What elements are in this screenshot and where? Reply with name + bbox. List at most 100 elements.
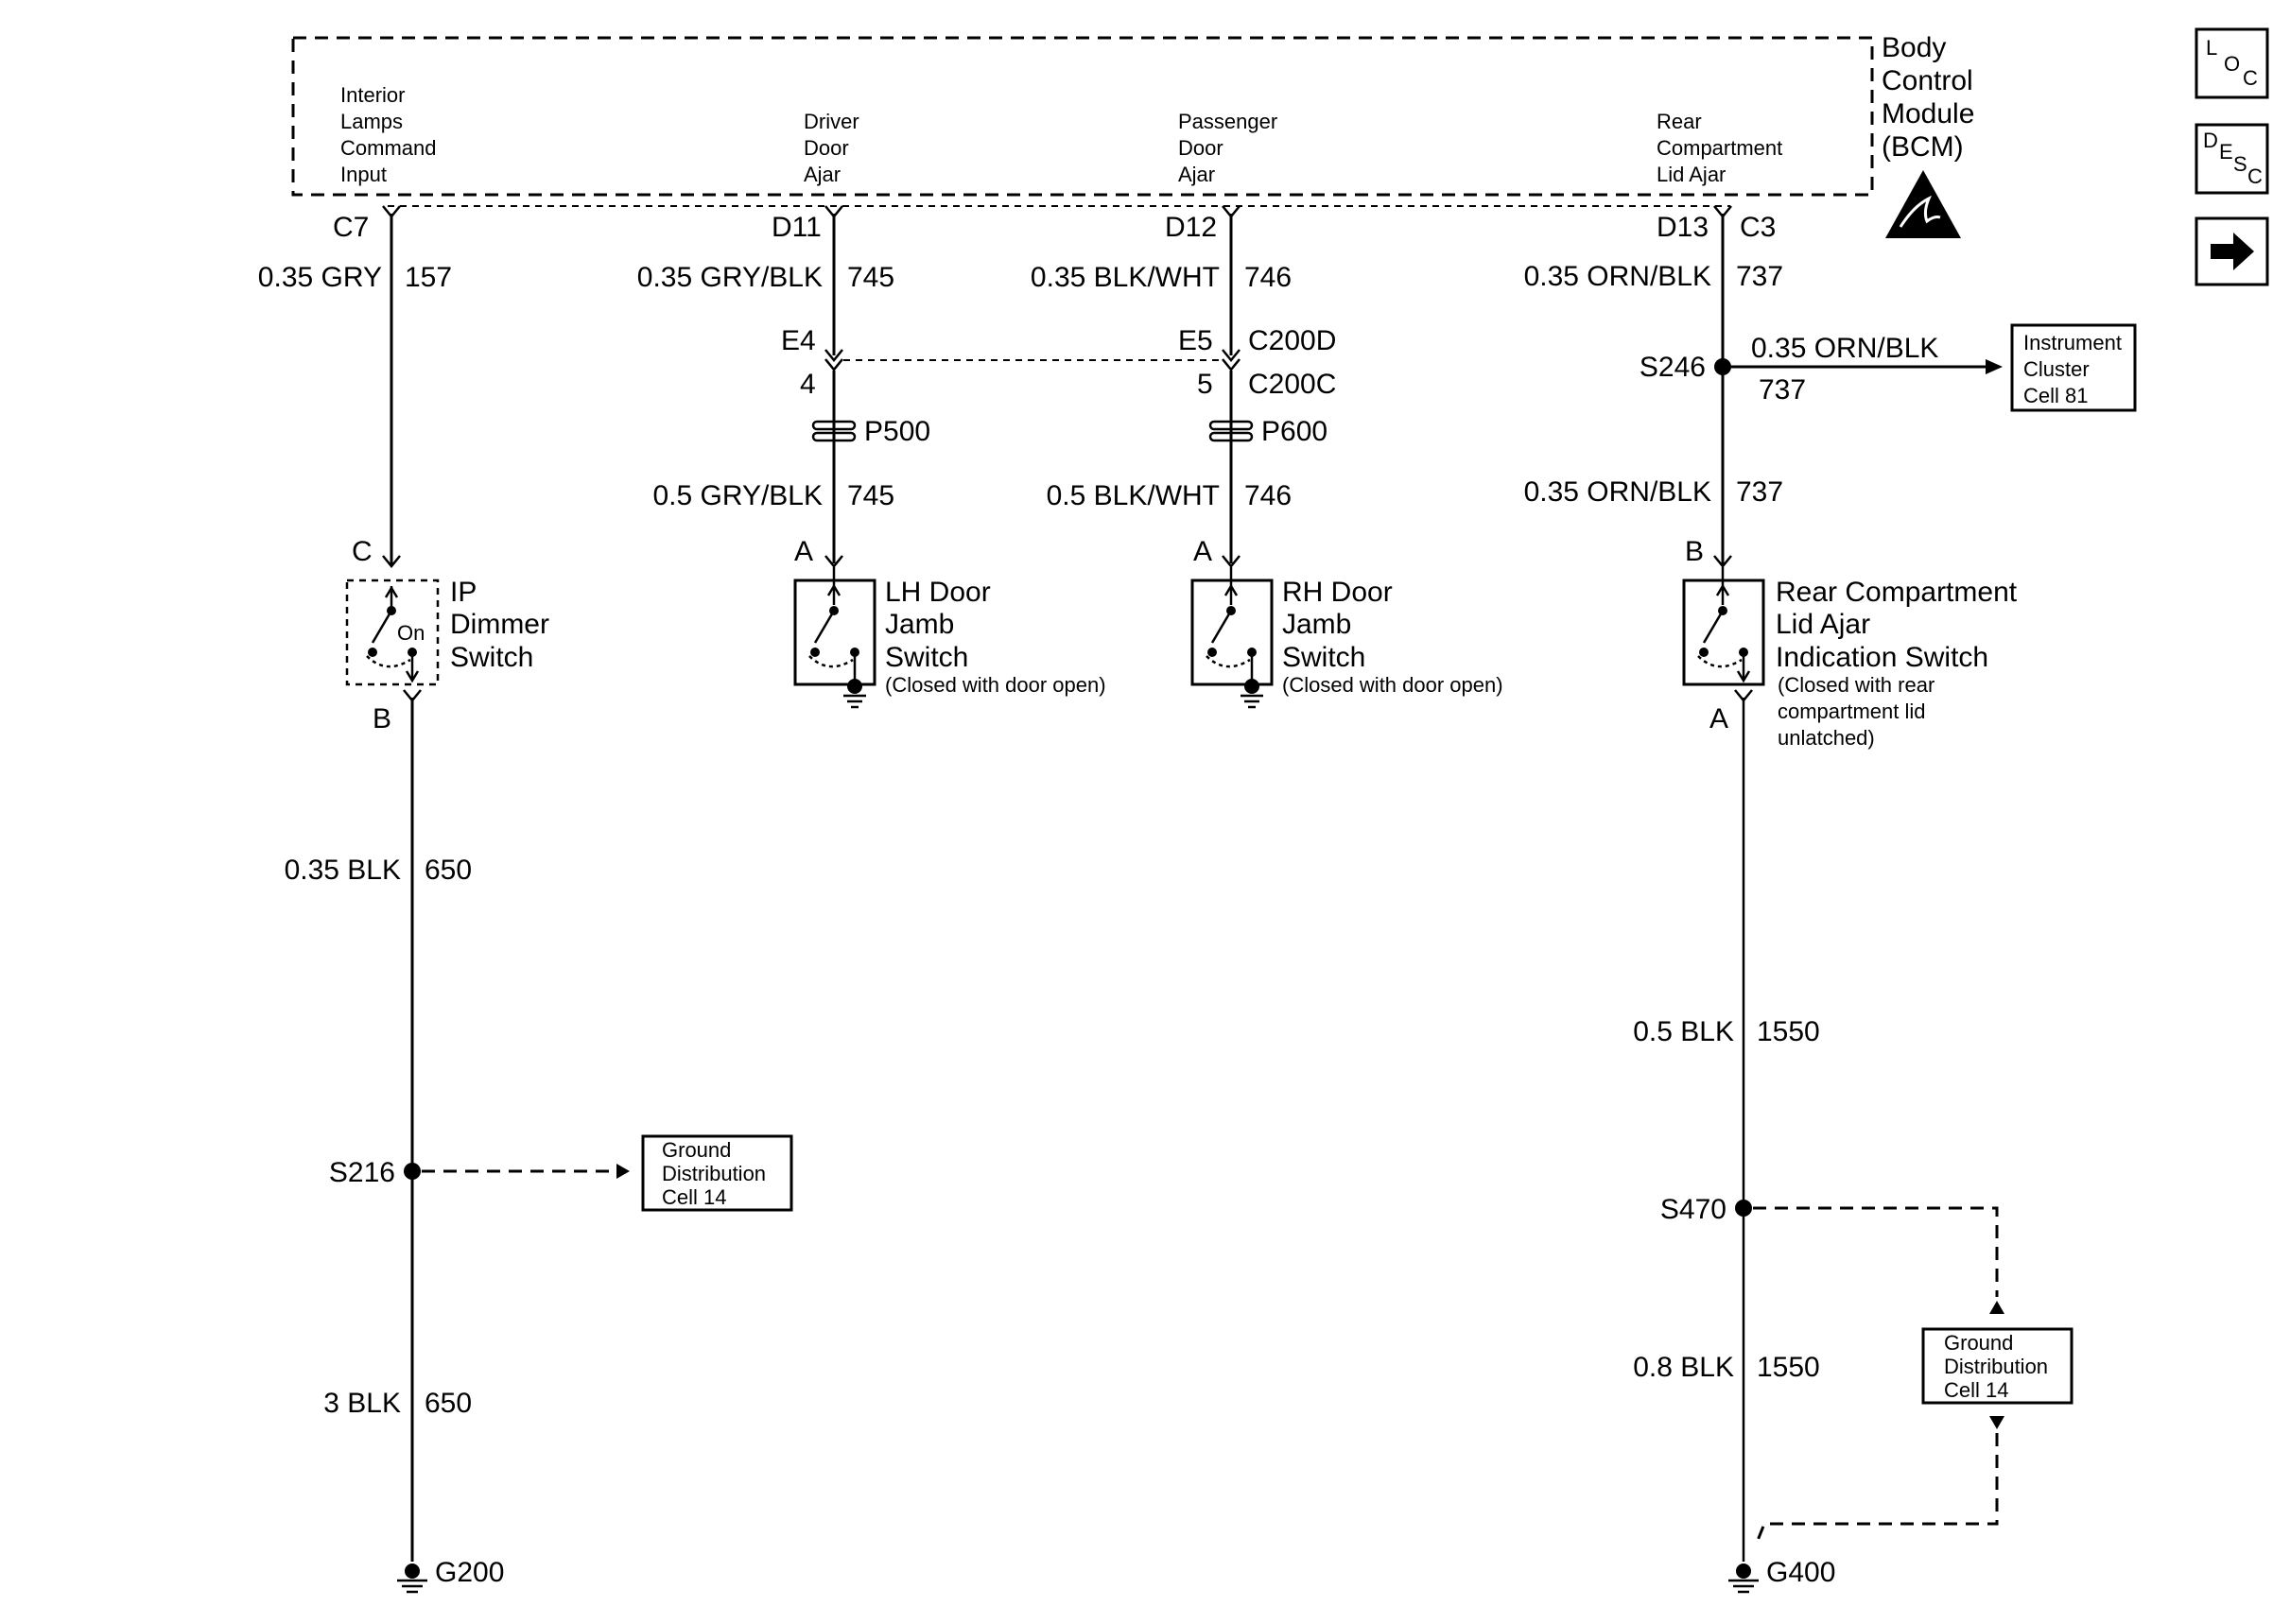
- svg-text:C: C: [2247, 164, 2263, 188]
- connector-p500: P500: [864, 416, 930, 447]
- ground-dist-left-label: Ground Distribution Cell 14: [662, 1138, 772, 1209]
- wire-745-circuit-a: 745: [847, 262, 894, 293]
- rear-comp-switch-label: Rear Compartment Lid Ajar Indication Swi…: [1776, 577, 2024, 673]
- instrument-cluster-box[interactable]: [2010, 323, 2137, 412]
- wire-737-gauge-c: 0.35 ORN/BLK: [1524, 476, 1711, 508]
- connector-p600: P600: [1261, 416, 1327, 447]
- ground-g400: G400: [1766, 1557, 1835, 1588]
- svg-text:D: D: [2203, 129, 2218, 152]
- terminal-c200c: C200C: [1248, 369, 1336, 400]
- instrument-cluster-arrow: [1986, 359, 2003, 374]
- next-arrow-icon[interactable]: [2195, 216, 2269, 286]
- wire-157-circuit: 157: [405, 262, 452, 293]
- svg-text:C: C: [2243, 66, 2258, 90]
- loc-icon[interactable]: L O C: [2195, 27, 2269, 99]
- wire-746-circuit-b: 746: [1244, 480, 1292, 511]
- svg-text:L: L: [2206, 36, 2217, 60]
- bcm-box: [291, 36, 1874, 197]
- ip-dimmer-switch-label: IP Dimmer Switch: [450, 577, 557, 673]
- ground-g400-icon: [1728, 1564, 1759, 1594]
- connector-p600-icon: [1208, 420, 1254, 442]
- terminal-rh-a-chevron: [1222, 555, 1241, 568]
- ip-dimmer-switch-symbol: [366, 585, 420, 683]
- wire-746-gauge-b: 0.5 BLK/WHT: [1047, 480, 1220, 511]
- splice-s246: [1714, 358, 1731, 375]
- wire-737-gauge-branch: 0.35 ORN/BLK: [1751, 333, 1938, 364]
- bcm-input-interior-lamps: Interior Lamps Command Input: [340, 83, 442, 186]
- lh-door-switch-note: (Closed with door open): [885, 673, 1106, 697]
- lh-door-switch-box: [793, 579, 876, 686]
- wire-650-gauge-b: 3 BLK: [323, 1388, 401, 1419]
- splice-s216-label: S216: [329, 1157, 395, 1188]
- terminal-rc-b: B: [1685, 536, 1704, 567]
- terminal-ip-c-chevron: [382, 555, 401, 568]
- ground-dist-left-box[interactable]: [641, 1134, 793, 1212]
- terminal-e5-chevron: [1222, 349, 1241, 371]
- rear-comp-switch-note: (Closed with rear compartment lid unlatc…: [1778, 673, 1940, 750]
- wire-650-gauge-a: 0.35 BLK: [285, 855, 401, 886]
- wire-745-gauge-a: 0.35 GRY/BLK: [637, 262, 823, 293]
- terminal-lh-a-chevron: [824, 555, 843, 568]
- instrument-cluster-label: Instrument Cluster Cell 81: [2023, 331, 2127, 407]
- wire-157-gauge: 0.35 GRY: [258, 262, 382, 293]
- rh-door-switch-note: (Closed with door open): [1282, 673, 1503, 697]
- terminal-pin5: 5: [1197, 369, 1213, 400]
- terminal-c200d: C200D: [1248, 325, 1336, 356]
- rear-comp-switch-symbol: [1697, 567, 1751, 683]
- terminal-e4: E4: [781, 325, 816, 356]
- splice-s216: [404, 1163, 421, 1180]
- terminal-ip-c: C: [352, 536, 373, 567]
- splice-s470-label: S470: [1660, 1194, 1726, 1225]
- terminal-rc-a: A: [1709, 703, 1728, 734]
- svg-text:O: O: [2224, 52, 2240, 76]
- ground-dist-right-box[interactable]: [1921, 1327, 2073, 1405]
- wire-746-gauge-a: 0.35 BLK/WHT: [1031, 262, 1220, 293]
- lh-door-switch-label: LH Door Jamb Switch: [885, 577, 998, 673]
- rh-door-switch-label: RH Door Jamb Switch: [1282, 577, 1400, 673]
- terminal-rh-a: A: [1193, 536, 1212, 567]
- splice-s246-label: S246: [1640, 352, 1706, 383]
- ground-dist-right-label: Ground Distribution Cell 14: [1944, 1331, 2054, 1402]
- ground-dist-to-g400: [1755, 1433, 1999, 1544]
- terminal-rc-b-chevron: [1713, 555, 1732, 568]
- bcm-name: Body Control Module (BCM): [1882, 32, 1983, 163]
- terminal-c3: C3: [1740, 212, 1776, 243]
- wire-745-circuit-b: 745: [847, 480, 894, 511]
- ground-dist-right-arrow-down: [1989, 1416, 2004, 1429]
- wire-1550-circuit-b: 1550: [1757, 1352, 1820, 1383]
- wire-737-circuit-branch: 737: [1759, 374, 1806, 406]
- ip-dimmer-switch-box: [345, 579, 440, 686]
- wire-650-circuit-a: 650: [425, 855, 472, 886]
- terminal-c7: C7: [333, 212, 369, 243]
- wire-650-circuit-b: 650: [425, 1388, 472, 1419]
- bcm-input-rear-compartment: Rear Compartment Lid Ajar: [1657, 110, 1788, 186]
- terminal-ip-b: B: [373, 703, 391, 734]
- terminal-d13: D13: [1657, 212, 1709, 243]
- wire-737-circuit-c: 737: [1736, 476, 1783, 508]
- ground-g200-icon: [397, 1564, 427, 1594]
- ground-dist-right-arrow-up: [1989, 1301, 2004, 1314]
- wire-737-gauge-a: 0.35 ORN/BLK: [1524, 261, 1711, 292]
- terminal-e5: E5: [1178, 325, 1213, 356]
- s470-to-ground-dist: [1753, 1206, 1999, 1297]
- terminal-lh-a: A: [794, 536, 813, 567]
- terminal-d11: D11: [772, 212, 822, 243]
- bcm-input-driver-door: Driver Door Ajar: [804, 110, 865, 186]
- wire-1550-gauge-b: 0.8 BLK: [1633, 1352, 1734, 1383]
- svg-text:E: E: [2219, 140, 2233, 164]
- wire-1550-circuit-a: 1550: [1757, 1016, 1820, 1047]
- rh-door-switch-symbol: [1206, 567, 1263, 709]
- ground-g200: G200: [435, 1557, 504, 1588]
- desc-icon[interactable]: D E S C: [2195, 123, 2269, 195]
- wire-1550-gauge-a: 0.5 BLK: [1633, 1016, 1734, 1047]
- bcm-input-passenger-door: Passenger Door Ajar: [1178, 110, 1283, 186]
- esd-warning-icon: [1885, 170, 1961, 238]
- terminal-d12: D12: [1165, 212, 1217, 243]
- ground-dist-left-arrow: [616, 1164, 630, 1179]
- wire-737-circuit-a: 737: [1736, 261, 1783, 292]
- lh-door-switch-symbol: [808, 567, 866, 709]
- wire-745-gauge-b: 0.5 GRY/BLK: [652, 480, 823, 511]
- wire-746-circuit-a: 746: [1244, 262, 1292, 293]
- terminal-pin4: 4: [800, 369, 816, 400]
